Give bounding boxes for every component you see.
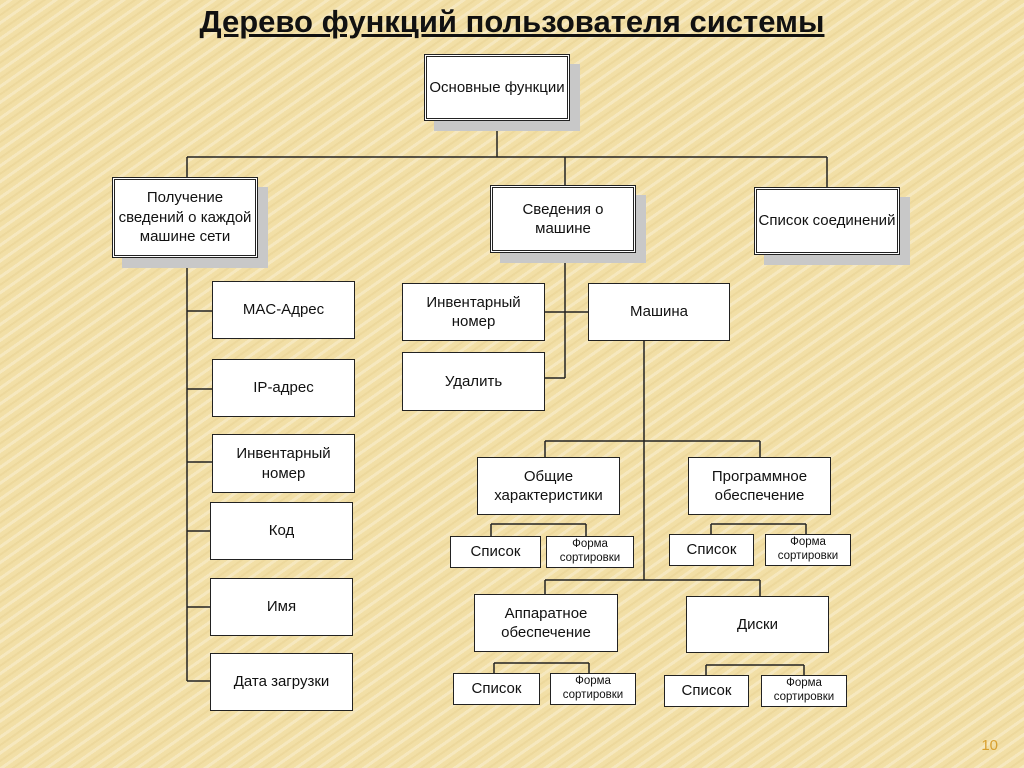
node-general-characteristics: Общие характеристики <box>477 457 620 515</box>
node-inventory-number-mid: Инвентарный номер <box>402 283 545 341</box>
node-ip-address: IP-адрес <box>212 359 355 417</box>
node-name: Имя <box>210 578 353 636</box>
node-list-software: Список <box>669 534 754 566</box>
page-title: Дерево функций пользователя системы <box>199 4 825 39</box>
node-sort-form-general: Форма сортировки <box>546 536 634 568</box>
node-sort-form-hardware: Форма сортировки <box>550 673 636 705</box>
node-mac-address: MAC-Адрес <box>212 281 355 339</box>
node-code: Код <box>210 502 353 560</box>
node-root: Основные функции <box>424 54 570 121</box>
node-delete: Удалить <box>402 352 545 411</box>
node-connections: Список соединений <box>754 187 900 255</box>
node-list-disks: Список <box>664 675 749 707</box>
node-sort-form-disks: Форма сортировки <box>761 675 847 707</box>
node-sort-form-software: Форма сортировки <box>765 534 851 566</box>
node-load-date: Дата загрузки <box>210 653 353 711</box>
node-hardware: Аппаратное обеспечение <box>474 594 618 652</box>
page-number: 10 <box>981 737 998 754</box>
node-network-info: Получение сведений о каждой машине сети <box>112 177 258 258</box>
node-list-hardware: Список <box>453 673 540 705</box>
node-machine: Машина <box>588 283 730 341</box>
node-inventory-number-left: Инвентарный номер <box>212 434 355 493</box>
node-machine-info: Сведения о машине <box>490 185 636 253</box>
node-disks: Диски <box>686 596 829 653</box>
node-software: Программное обеспечение <box>688 457 831 515</box>
node-list-general: Список <box>450 536 541 568</box>
